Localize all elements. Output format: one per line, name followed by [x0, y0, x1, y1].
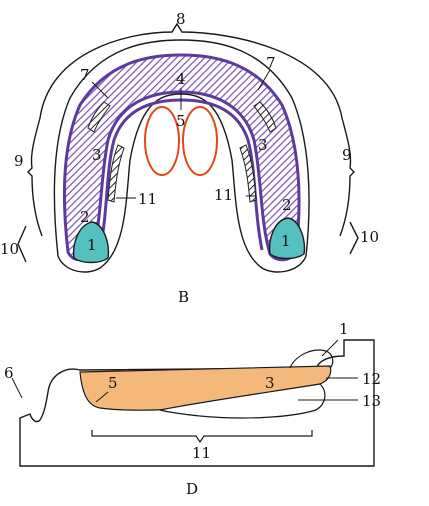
- label-d-3: 3: [265, 374, 275, 392]
- bracket-left-10: [17, 225, 27, 263]
- label-1-left: 1: [87, 236, 97, 254]
- caption-d: D: [186, 480, 198, 498]
- label-11-left: 11: [138, 190, 157, 208]
- leader-7-right: [257, 69, 271, 91]
- label-11-right: 11: [214, 186, 233, 204]
- label-3-left: 3: [92, 146, 102, 164]
- label-2-left: 2: [80, 208, 90, 226]
- label-3-right: 3: [258, 136, 268, 154]
- oval-left: [144, 106, 180, 176]
- brace-right-9: [339, 117, 355, 237]
- leader-d-5: [95, 391, 109, 403]
- label-7-left: 7: [80, 66, 90, 84]
- dark-hatch-left: [107, 144, 125, 203]
- brace-left-9: [27, 117, 43, 237]
- label-d-5: 5: [108, 374, 118, 392]
- leader-d-1: [321, 339, 339, 357]
- label-d-11: 11: [192, 444, 211, 462]
- pad-left: [72, 221, 110, 264]
- label-10-right: 10: [360, 228, 379, 246]
- pad-right: [268, 217, 306, 260]
- label-9-left: 9: [14, 152, 24, 170]
- label-7-right: 7: [266, 54, 276, 72]
- label-d-12: 12: [362, 370, 381, 388]
- label-d-6: 6: [4, 364, 14, 382]
- oval-right: [182, 106, 218, 176]
- lower-flange: [159, 383, 326, 419]
- denture-outline: [53, 39, 310, 273]
- leader-7-left: [91, 81, 109, 99]
- leader-d-6: [11, 377, 23, 399]
- dark-hatch-left-upper: [87, 101, 111, 133]
- bracket-right-10: [349, 221, 359, 255]
- label-d-13: 13: [362, 392, 381, 410]
- label-5: 5: [176, 112, 186, 130]
- bracket-11: [91, 430, 313, 444]
- label-d-1: 1: [339, 320, 349, 338]
- label-1-right: 1: [281, 232, 291, 250]
- label-10-left: 10: [0, 240, 19, 258]
- label-9-right: 9: [342, 146, 352, 164]
- figure-b: 8 4 5 7 7 9 9 3 3 11 11 2 2 1 1 10 10 B: [0, 10, 379, 306]
- outer-brace-top: [39, 22, 343, 119]
- figure-d: 1 3 5 6 12 13 11 D: [4, 320, 381, 498]
- rim-band: [62, 53, 301, 262]
- dark-hatch-right: [239, 144, 257, 203]
- dark-hatch-right-upper: [253, 101, 277, 133]
- label-2-right: 2: [282, 196, 292, 214]
- label-8: 8: [176, 10, 186, 28]
- label-4: 4: [176, 70, 186, 88]
- pad-bubble: [289, 349, 334, 369]
- caption-b: B: [178, 288, 189, 306]
